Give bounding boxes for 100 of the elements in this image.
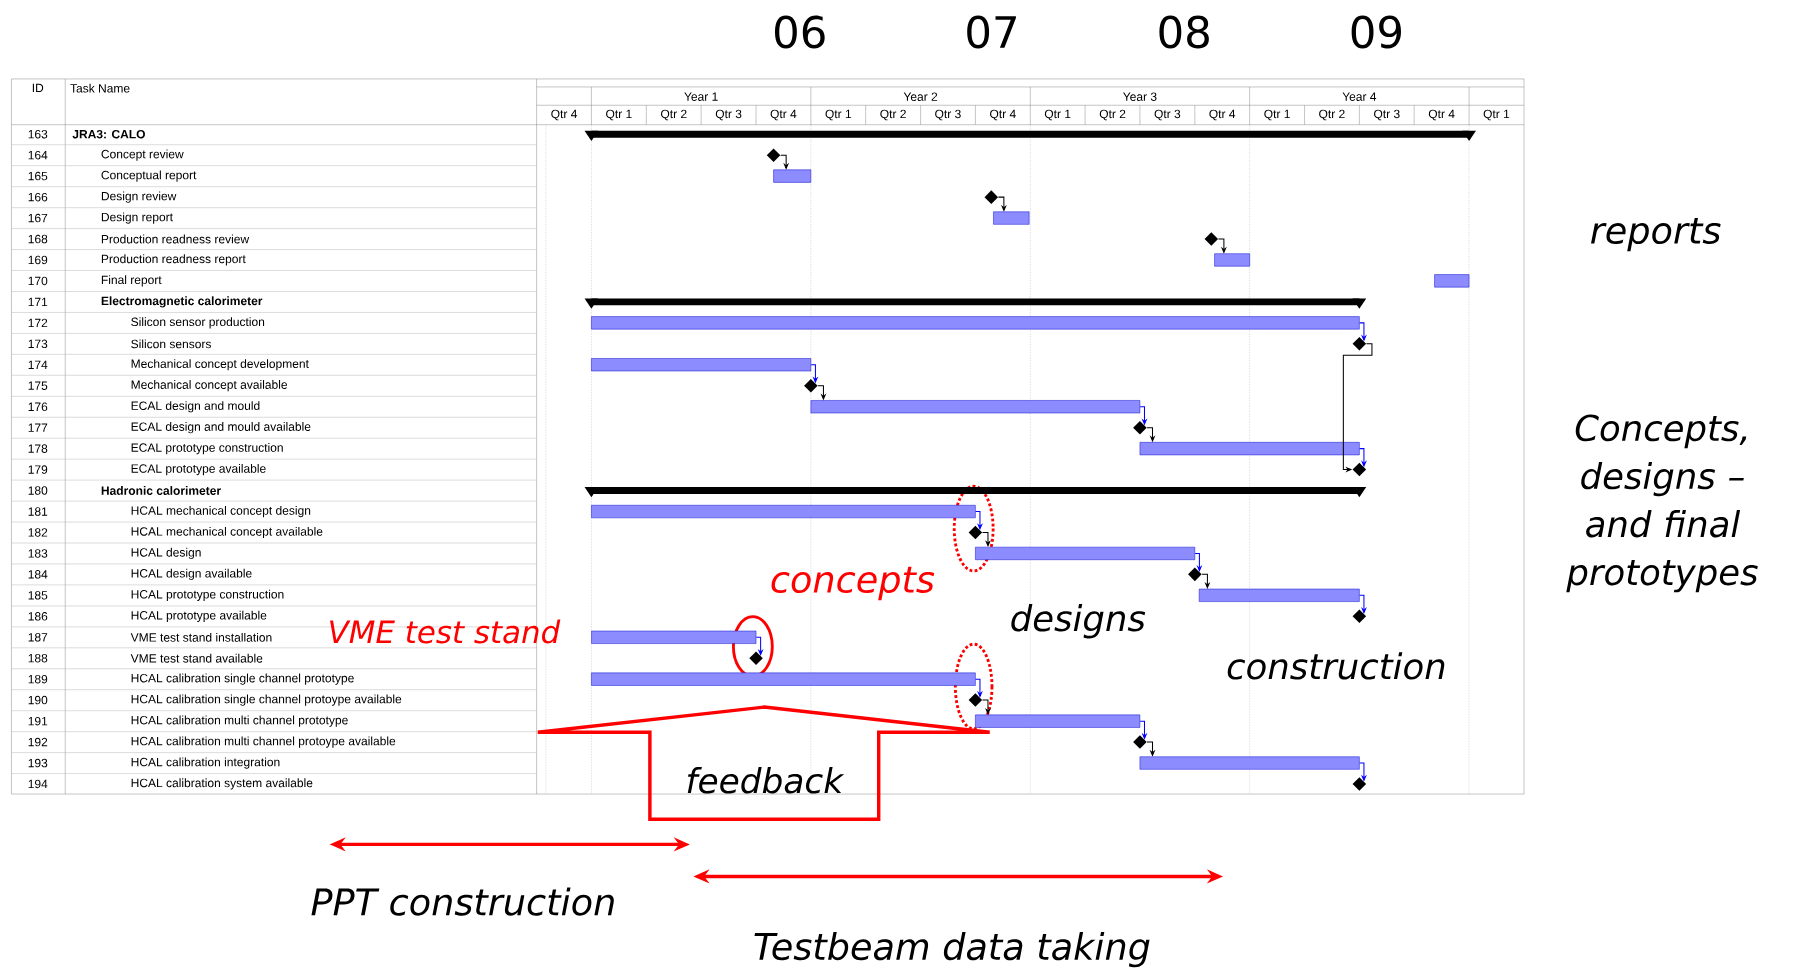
annotation: reports — [1591, 218, 1721, 252]
dependency-arrow — [997, 196, 1007, 212]
gantt-bar — [591, 358, 812, 372]
row-id: 177 — [28, 423, 48, 432]
task-name: ECAL prototype construction — [131, 443, 283, 455]
task-name: Production readness review — [101, 234, 250, 244]
task-name: HCAL calibration single channel protoype available — [131, 694, 402, 706]
task-name: Production readness report — [101, 254, 246, 266]
annotation: designs — [1011, 604, 1146, 639]
year-number: 07 — [967, 15, 1016, 49]
gantt-bar — [1214, 253, 1250, 267]
task-name: VME test stand installation — [130, 633, 272, 642]
gantt-bar — [975, 547, 1196, 561]
row-id: 175 — [28, 381, 48, 391]
quarter-header: Qtr 2 — [1099, 109, 1126, 121]
row-id: 194 — [28, 779, 48, 789]
annotation: VME test stand — [330, 619, 561, 644]
gantt-bar — [1198, 588, 1360, 602]
quarter-header: Qtr 1 — [825, 109, 852, 121]
quarter-header: Qtr 4 — [1209, 109, 1236, 121]
row-id: 187 — [28, 633, 48, 642]
task-name: Silicon sensors — [131, 339, 211, 349]
row-id: 176 — [28, 402, 48, 412]
row-id: 173 — [28, 339, 48, 349]
task-name: VME test stand available — [130, 654, 263, 663]
task-name: ECAL prototype available — [131, 464, 266, 476]
quarter-header: Qtr 1 — [606, 109, 632, 121]
milestone-diamond — [1352, 462, 1367, 477]
row-id: 182 — [28, 528, 48, 537]
gantt-bar — [993, 211, 1030, 225]
row-id: 191 — [28, 717, 48, 726]
gantt-bar — [1139, 756, 1360, 770]
gantt-bar — [773, 169, 812, 183]
quarter-header: Qtr 3 — [1374, 109, 1400, 121]
milestone-diamond — [749, 651, 763, 666]
gantt-bar — [1434, 274, 1470, 288]
task-name: ECAL design and mould — [131, 401, 260, 413]
task-name: Silicon sensor production — [131, 317, 265, 329]
task-name: HCAL calibration system available — [131, 778, 313, 790]
task-name: JRA3: CALO — [72, 130, 145, 139]
task-name: Mechanical concept development — [131, 359, 309, 371]
gantt-bar — [591, 672, 976, 686]
gantt-bar — [591, 316, 1360, 330]
milestone-diamond — [1352, 337, 1367, 351]
quarter-header: Qtr 2 — [1319, 109, 1345, 121]
task-name: Concept review — [101, 149, 184, 161]
row-id: 185 — [28, 591, 48, 600]
milestone-diamond — [766, 148, 781, 163]
dependency-arrow — [1139, 720, 1148, 740]
row-id: 171 — [28, 298, 48, 307]
quarter-header: Qtr 1 — [1044, 109, 1071, 121]
row-id: 164 — [28, 151, 48, 160]
milestone-diamond — [804, 379, 818, 393]
milestone-diamond — [1352, 777, 1367, 791]
milestone-diamond — [1188, 567, 1202, 582]
task-name: Design review — [101, 191, 177, 203]
row-id: 174 — [28, 360, 48, 370]
task-name: HCAL mechanical concept design — [131, 506, 311, 518]
task-name: HCAL prototype available — [131, 610, 267, 623]
quarter-header: Qtr 2 — [880, 109, 906, 121]
quarter-header: Qtr 3 — [935, 109, 961, 121]
dependency-arrow — [1146, 741, 1156, 757]
quarter-header: Qtr 3 — [1154, 109, 1181, 121]
milestone-diamond — [1133, 421, 1147, 435]
year-header: Year 4 — [1342, 92, 1377, 102]
year-number: 08 — [1159, 15, 1209, 49]
column-header: Task Name — [70, 83, 130, 93]
gantt-bar — [810, 400, 1141, 414]
row-id: 186 — [28, 612, 48, 621]
task-name: Electromagnetic calorimeter — [101, 296, 263, 308]
milestone-diamond — [1352, 609, 1367, 624]
annotation: PPT construction — [311, 887, 614, 916]
task-name: HCAL calibration multi channel prototype — [131, 715, 348, 727]
dependency-arrow — [780, 154, 790, 170]
row-id: 190 — [28, 696, 48, 705]
annotation: construction — [1227, 652, 1445, 680]
year-number: 06 — [774, 15, 825, 49]
row-id: 192 — [28, 738, 48, 747]
row-id: 189 — [28, 675, 48, 684]
row-id: 172 — [28, 318, 48, 328]
year-header: Year 2 — [903, 92, 938, 102]
row-id: 188 — [28, 654, 48, 663]
milestone-diamond — [1133, 735, 1147, 750]
row-id: 180 — [28, 486, 48, 495]
row-id: 170 — [28, 276, 48, 286]
task-name: HCAL calibration multi channel protoype available — [131, 736, 396, 748]
task-name: HCAL design — [131, 548, 201, 560]
quarter-header: Qtr 4 — [551, 109, 578, 121]
year-header: Year 1 — [684, 92, 718, 102]
row-id: 183 — [28, 549, 48, 558]
year-number: 09 — [1351, 15, 1401, 49]
milestone-diamond — [984, 190, 999, 205]
gantt-bar — [591, 505, 976, 519]
gantt-bar — [591, 630, 757, 644]
row-id: 167 — [28, 214, 48, 223]
quarter-header: Qtr 4 — [1428, 109, 1455, 121]
row-id: 166 — [28, 193, 48, 202]
annotation: Concepts, designs – and final prototypes — [1566, 414, 1758, 593]
quarter-header: Qtr 1 — [1483, 109, 1510, 121]
milestone-diamond — [968, 525, 983, 540]
